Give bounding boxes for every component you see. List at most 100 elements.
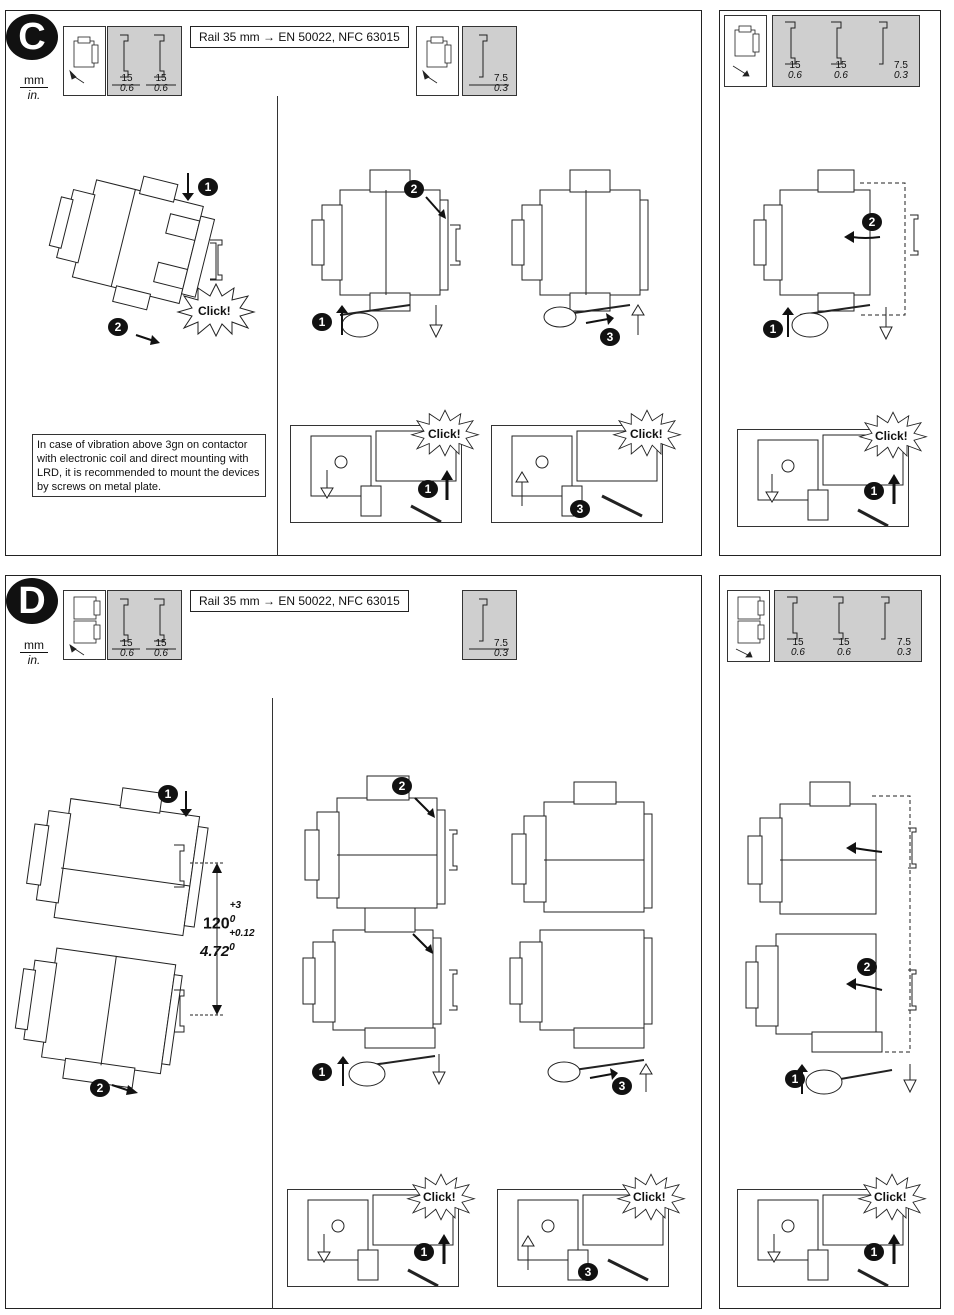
section-c-badge: C — [6, 14, 58, 60]
unit-in-label: in. — [27, 88, 41, 102]
step-2-marker: 2 — [857, 958, 877, 976]
rail-dim-in: 0.6 — [834, 70, 848, 81]
click-label: Click! — [874, 1190, 907, 1204]
click-burst-icon — [858, 411, 928, 459]
step-1-marker: 1 — [763, 320, 783, 338]
rail-dim-label: 15 0.6 — [833, 638, 855, 658]
contactor-removal-illustration-1 — [311, 169, 461, 339]
rail-dim-mm: 7.5 — [894, 60, 908, 71]
click-label: Click! — [198, 304, 231, 318]
rail-dim-in: 0.6 — [154, 83, 168, 94]
click-burst-icon — [410, 409, 480, 457]
spacing-dimension-mm: 120 +3 0 — [203, 900, 241, 933]
unit-mm-label: mm — [20, 73, 48, 88]
step-3-marker: 3 — [570, 500, 590, 518]
rail-dim-label: 7.5 0.3 — [893, 638, 915, 658]
step-1-marker: 1 — [864, 482, 884, 500]
stacked-removal-illustration-2 — [509, 781, 653, 1092]
rail-profile-panel-d-mid — [462, 590, 517, 660]
rail-dim-label: 15 0.6 — [830, 61, 852, 81]
rail-dim-label: 15 0.6 — [151, 639, 171, 659]
dim-in-value: 4.72 — [200, 943, 230, 960]
rail-dim-label: 15 0.6 — [117, 74, 137, 94]
rail-profile-panel-c-left — [107, 26, 182, 96]
click-detail-box — [737, 1189, 909, 1287]
click-burst-icon — [857, 1173, 927, 1221]
rail-dim-label: 15 0.6 — [151, 74, 171, 94]
click-label: Click! — [428, 427, 461, 441]
click-burst-icon — [406, 1173, 476, 1221]
click-detail-box — [491, 425, 663, 523]
click-label: Click! — [630, 427, 663, 441]
stacked-devices-mounting-illustration — [14, 787, 224, 1095]
dim-in-base: 0 — [229, 942, 235, 953]
step-1-marker: 1 — [198, 178, 218, 196]
step-3-marker: 3 — [600, 328, 620, 346]
step-1-marker: 1 — [312, 1063, 332, 1081]
rail-dim-label: 15 0.6 — [787, 638, 809, 658]
step-1-marker: 1 — [414, 1243, 434, 1261]
section-d-badge: D — [6, 578, 58, 624]
step-1-marker: 1 — [864, 1243, 884, 1261]
rail-profile-panel-d-right — [774, 590, 922, 662]
rail-dim-mm: 15 — [835, 60, 847, 71]
rail-dim-mm: 15 — [838, 637, 850, 648]
rail-dim-mm: 7.5 — [897, 637, 911, 648]
step-1-marker: 1 — [785, 1070, 805, 1088]
click-detail-box — [497, 1189, 669, 1287]
spacing-dimension-in: 4.72 +0.12 0 — [200, 928, 255, 960]
rail-dim-mm: 7.5 — [494, 73, 508, 84]
contactor-removal-illustration-3 — [753, 169, 919, 341]
rail-dim-in: 0.3 — [494, 83, 508, 94]
rail-dim-mm: 15 — [789, 60, 801, 71]
unit-in-label: in. — [27, 653, 41, 667]
contactor-thumb-icon — [724, 15, 767, 87]
step-1-marker: 1 — [312, 313, 332, 331]
step-3-marker: 3 — [612, 1077, 632, 1095]
dim-mm-value: 120 — [203, 915, 230, 933]
unit-mm-label: mm — [20, 638, 48, 653]
dim-in-tolerance: +0.12 — [229, 928, 255, 939]
rail-dim-in: 0.3 — [897, 647, 911, 658]
contactor-removal-illustration-2 — [511, 169, 649, 335]
click-burst-icon — [176, 282, 256, 338]
section-d-unit: mm in. — [20, 638, 48, 667]
rail-dim-mm: 15 — [121, 638, 133, 649]
rail-dim-in: 0.6 — [791, 647, 805, 658]
dim-mm-base: 0 — [229, 914, 236, 925]
step-1-marker: 1 — [418, 480, 438, 498]
contactor-thumb-icon — [416, 26, 459, 96]
rail-dim-mm: 15 — [155, 638, 167, 649]
section-c-divider — [277, 96, 278, 556]
rail-standard-label: Rail 35 mm → EN 50022, NFC 63015 — [190, 590, 409, 612]
step-2-marker: 2 — [90, 1079, 110, 1097]
click-label: Click! — [423, 1190, 456, 1204]
rail-dim-in: 0.6 — [120, 83, 134, 94]
dim-mm-tolerance: +3 — [229, 900, 242, 911]
step-2-marker: 2 — [108, 318, 128, 336]
rail-dim-mm: 7.5 — [494, 638, 508, 649]
rail-dim-in: 0.6 — [837, 647, 851, 658]
rail-dim-label: 7.5 0.3 — [890, 61, 912, 81]
rail-dim-mm: 15 — [121, 73, 133, 84]
rail-dim-in: 0.6 — [788, 70, 802, 81]
step-2-marker: 2 — [862, 213, 882, 231]
step-2-marker: 2 — [392, 777, 412, 795]
click-label: Click! — [633, 1190, 666, 1204]
rail-dim-mm: 15 — [155, 73, 167, 84]
contactor-thumb-icon — [727, 590, 770, 662]
contactor-mounting-illustration — [48, 173, 223, 345]
rail-dim-label: 15 0.6 — [784, 61, 806, 81]
click-burst-icon — [616, 1173, 686, 1221]
click-label: Click! — [875, 429, 908, 443]
stacked-removal-illustration-1 — [302, 775, 458, 1087]
rail-dim-mm: 15 — [792, 637, 804, 648]
stacked-removal-illustration-3 — [745, 781, 917, 1095]
step-3-marker: 3 — [578, 1263, 598, 1281]
rail-dim-in: 0.3 — [494, 648, 508, 659]
step-2-marker: 2 — [404, 180, 424, 198]
rail-dim-label: 7.5 0.3 — [490, 639, 512, 659]
rail-standard-label: Rail 35 mm → EN 50022, NFC 63015 — [190, 26, 409, 48]
rail-dim-label: 7.5 0.3 — [490, 74, 512, 94]
contactor-thumb-icon — [63, 26, 106, 96]
